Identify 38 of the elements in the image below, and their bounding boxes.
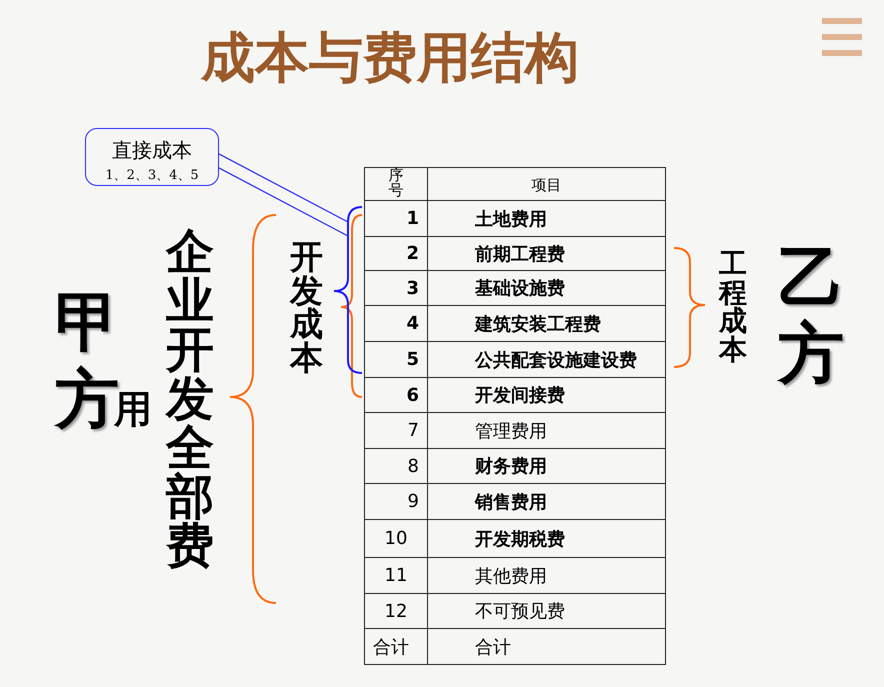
table-cell-text: 4 <box>405 313 420 334</box>
table-cell-text: 1 <box>405 208 420 229</box>
table-cell-text: 7 <box>406 420 420 441</box>
callout-title: 直接成本 <box>111 137 193 164</box>
table-cell: 前期工程费 <box>475 244 565 264</box>
side-label: 工程成本 <box>719 250 747 364</box>
table-cell-text: 10 <box>384 528 408 549</box>
table-cell-text: 合计 <box>372 636 410 658</box>
table-cell-text: 3 <box>405 278 420 298</box>
table-cell: 土地费用 <box>475 208 547 230</box>
table-cell: 开发间接费 <box>475 385 565 406</box>
table-cell: 管理费用 <box>475 420 547 442</box>
title: 成本与费用结构 <box>200 25 580 91</box>
table-cell: 销售费用 <box>475 492 547 512</box>
column-header: 项目 <box>532 176 562 194</box>
callout-numbers: 1、2、3、4、5 <box>104 167 200 184</box>
callout-box <box>85 128 219 186</box>
table-cell: 开发期税费 <box>475 528 565 550</box>
table-cell: 合计 <box>475 636 511 658</box>
table-cell-text: 9 <box>406 491 420 512</box>
table-cell: 基础设施费 <box>475 278 565 299</box>
side-label: 开发成本 <box>290 240 323 375</box>
table-cell-text: 12 <box>384 600 408 622</box>
table-cell-text: 5 <box>405 349 420 370</box>
table-cell: 建筑安装工程费 <box>475 314 601 334</box>
column-header: 序号 <box>388 168 404 198</box>
table-cell-text: 8 <box>406 456 420 476</box>
table-cell-text: 2 <box>405 243 420 264</box>
side-label: 企业开发全部费 <box>166 228 214 571</box>
table-cell: 其他费用 <box>475 566 547 586</box>
table-cell-text: 6 <box>405 384 420 406</box>
curly-bracket <box>333 206 362 374</box>
table-cell: 不可预见费 <box>475 601 565 622</box>
leader-line <box>217 152 349 237</box>
table-cell: 财务费用 <box>475 456 547 477</box>
side-label: 乙方 <box>778 240 844 392</box>
table-cell: 公共配套设施建设费 <box>475 350 637 370</box>
table-cell-text: 11 <box>384 565 408 586</box>
